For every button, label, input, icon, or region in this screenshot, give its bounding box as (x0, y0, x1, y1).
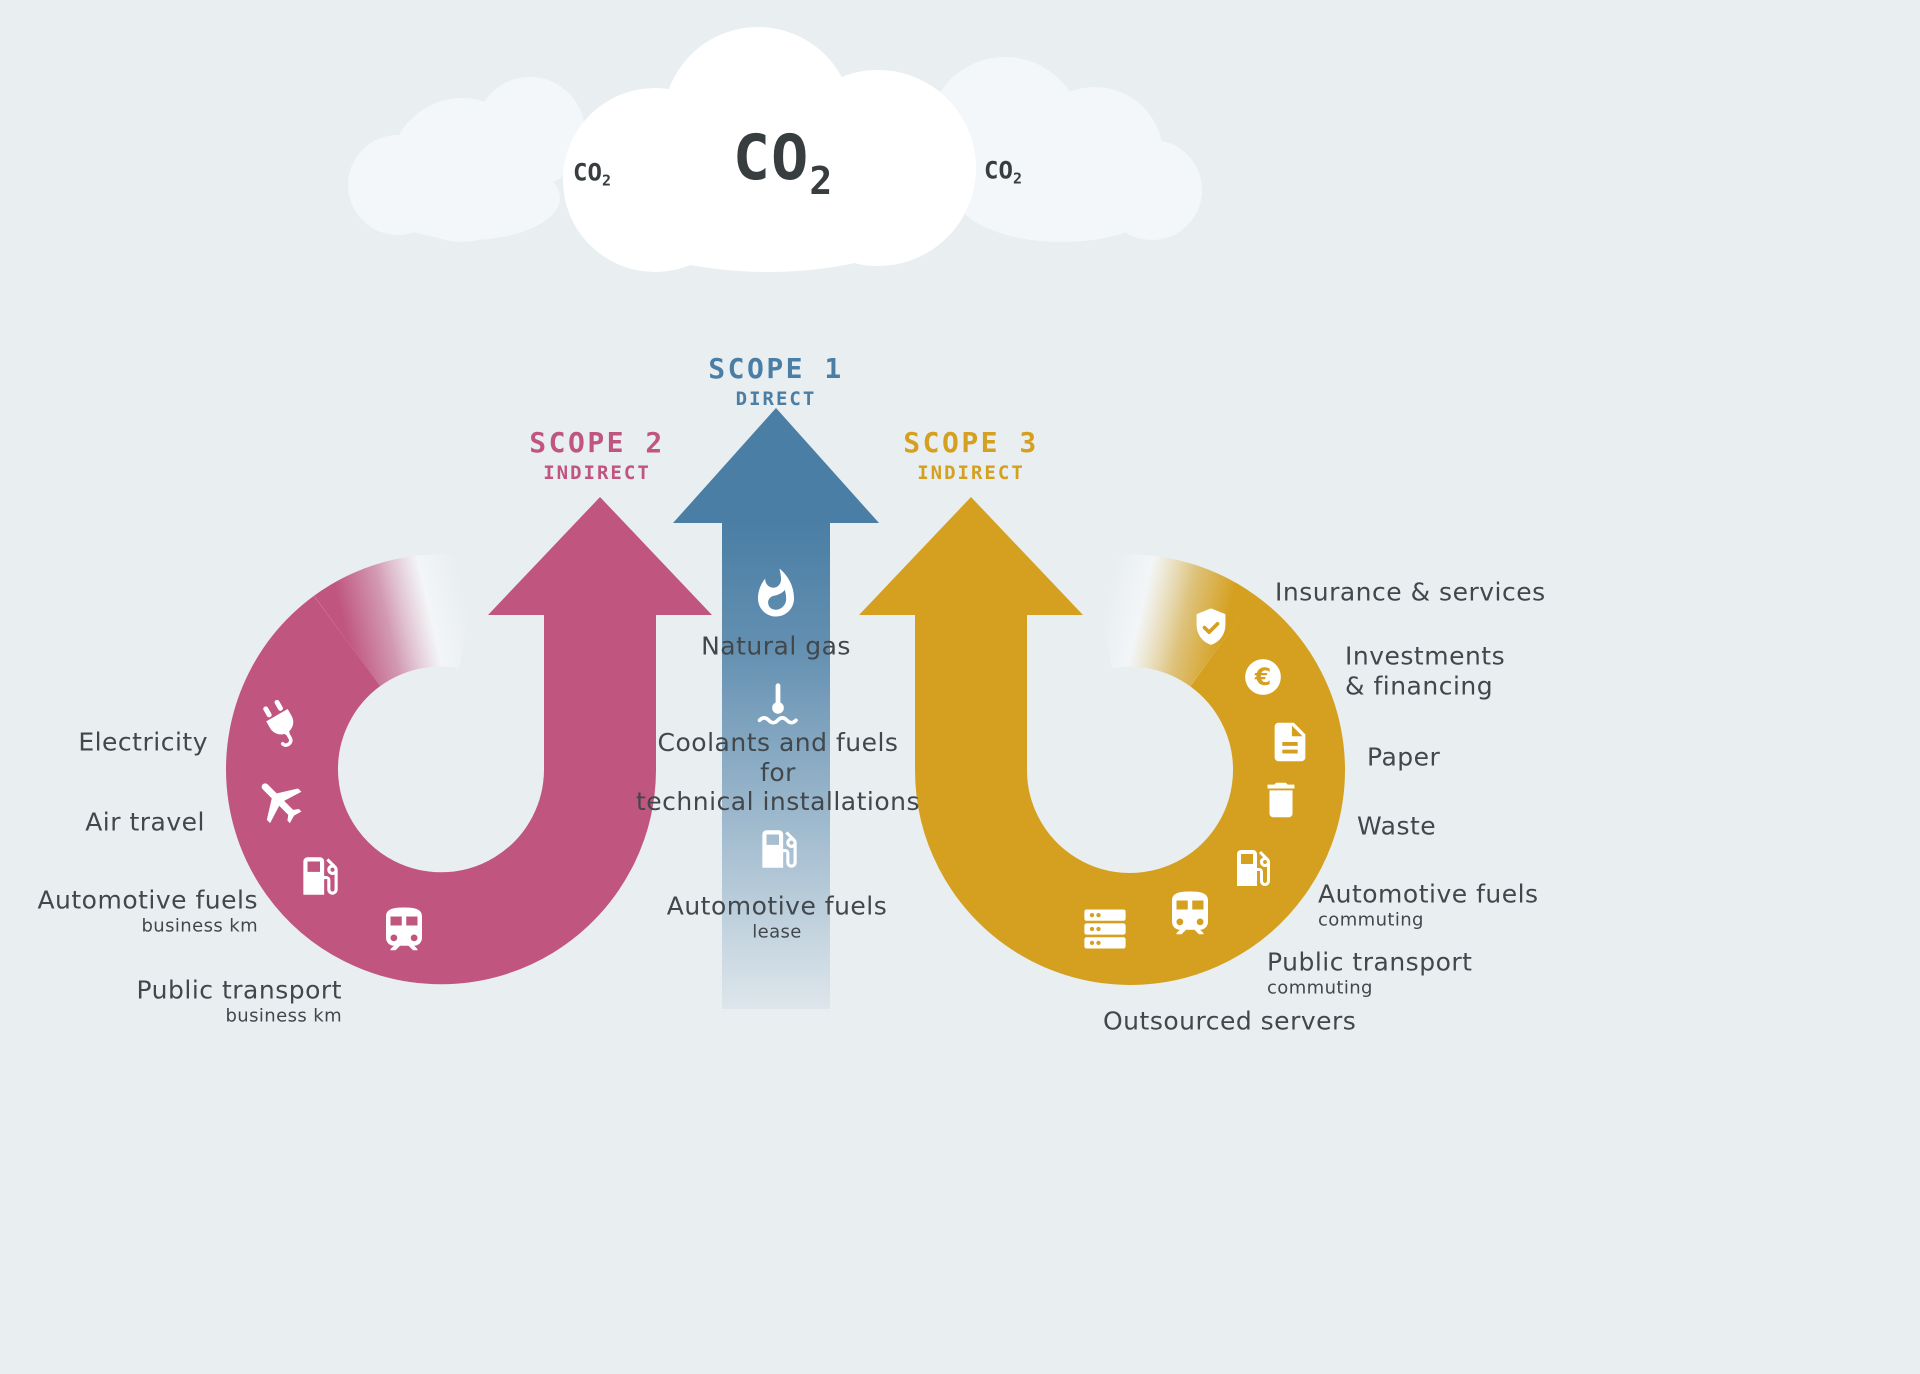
label-text: technical installations (635, 786, 921, 816)
label-text: for (760, 757, 796, 787)
co2-subscript: 2 (1012, 169, 1022, 188)
label-outsourced-servers: Outsourced servers (1103, 1006, 1356, 1036)
co2-subscript: 2 (809, 159, 834, 203)
trash-icon (1267, 782, 1295, 818)
label-text: Outsourced servers (1103, 1006, 1357, 1036)
sublabel-text: lease (752, 921, 802, 943)
co2-text: CO (732, 121, 810, 194)
co2-text: CO (573, 158, 602, 187)
scope2-title: SCOPE 2 (529, 426, 665, 459)
label-automotive-fuels-business: Automotive fuels business km (37, 886, 258, 937)
scope1-subtitle: DIRECT (735, 388, 817, 410)
scope3-title: SCOPE 3 (903, 426, 1039, 459)
scope1-heading: SCOPE 1 DIRECT (708, 352, 844, 410)
co2-label-left: CO2 (573, 159, 611, 190)
label-text: Insurance & services (1275, 577, 1546, 607)
label-text: Automotive fuels (666, 891, 888, 921)
scope3-arrow (859, 497, 1345, 985)
label-text: Automotive fuels (1318, 879, 1539, 909)
server-icon (1084, 909, 1126, 949)
label-text: Automotive fuels (37, 885, 258, 915)
label-insurance-services: Insurance & services (1275, 577, 1546, 607)
label-public-transport-commuting: Public transport commuting (1267, 948, 1472, 999)
label-text: Public transport (136, 975, 342, 1005)
co2-text: CO (984, 156, 1013, 185)
scope2-arrow (226, 497, 712, 985)
label-electricity: Electricity (78, 727, 208, 757)
cloud-left (348, 77, 585, 242)
sublabel-text: business km (141, 915, 258, 937)
train-icon (1172, 891, 1208, 935)
label-automotive-fuels-lease: Automotive fuels lease (667, 892, 888, 943)
label-waste: Waste (1357, 811, 1436, 841)
label-text: Waste (1357, 811, 1437, 841)
label-text: Investments (1345, 641, 1506, 671)
label-text: Public transport (1267, 947, 1473, 977)
label-paper: Paper (1367, 742, 1440, 772)
sublabel-text: commuting (1318, 909, 1424, 931)
label-text: & financing (1345, 671, 1494, 700)
label-investments-financing: Investments & financing (1345, 642, 1505, 701)
label-air-travel: Air travel (85, 807, 205, 837)
label-text: Natural gas (701, 631, 851, 661)
co2-subscript: 2 (601, 171, 611, 190)
co2-label-main: CO2 (733, 121, 834, 203)
euro-coin-icon (1245, 659, 1281, 695)
co2-label-right: CO2 (984, 157, 1022, 188)
label-text: Paper (1367, 742, 1441, 772)
scope3-subtitle: INDIRECT (917, 462, 1025, 484)
scope1-title: SCOPE 1 (708, 352, 844, 385)
cloud-main (563, 27, 976, 272)
label-text: Electricity (78, 727, 208, 757)
scope1-arrow (673, 408, 879, 1009)
train-icon (386, 907, 422, 951)
label-automotive-fuels-commuting: Automotive fuels commuting (1318, 880, 1539, 931)
sublabel-text: commuting (1267, 977, 1373, 999)
label-coolants-and-fuels: Coolants and fuels for technical install… (636, 728, 920, 817)
label-natural-gas: Natural gas (701, 631, 851, 661)
label-text: Air travel (85, 807, 205, 837)
label-public-transport-business: Public transport business km (137, 976, 342, 1027)
label-text: Coolants and fuels (657, 727, 899, 757)
scope2-subtitle: INDIRECT (543, 462, 651, 484)
scope2-heading: SCOPE 2 INDIRECT (529, 426, 665, 484)
scope3-heading: SCOPE 3 INDIRECT (903, 426, 1039, 484)
sublabel-text: business km (225, 1005, 342, 1027)
